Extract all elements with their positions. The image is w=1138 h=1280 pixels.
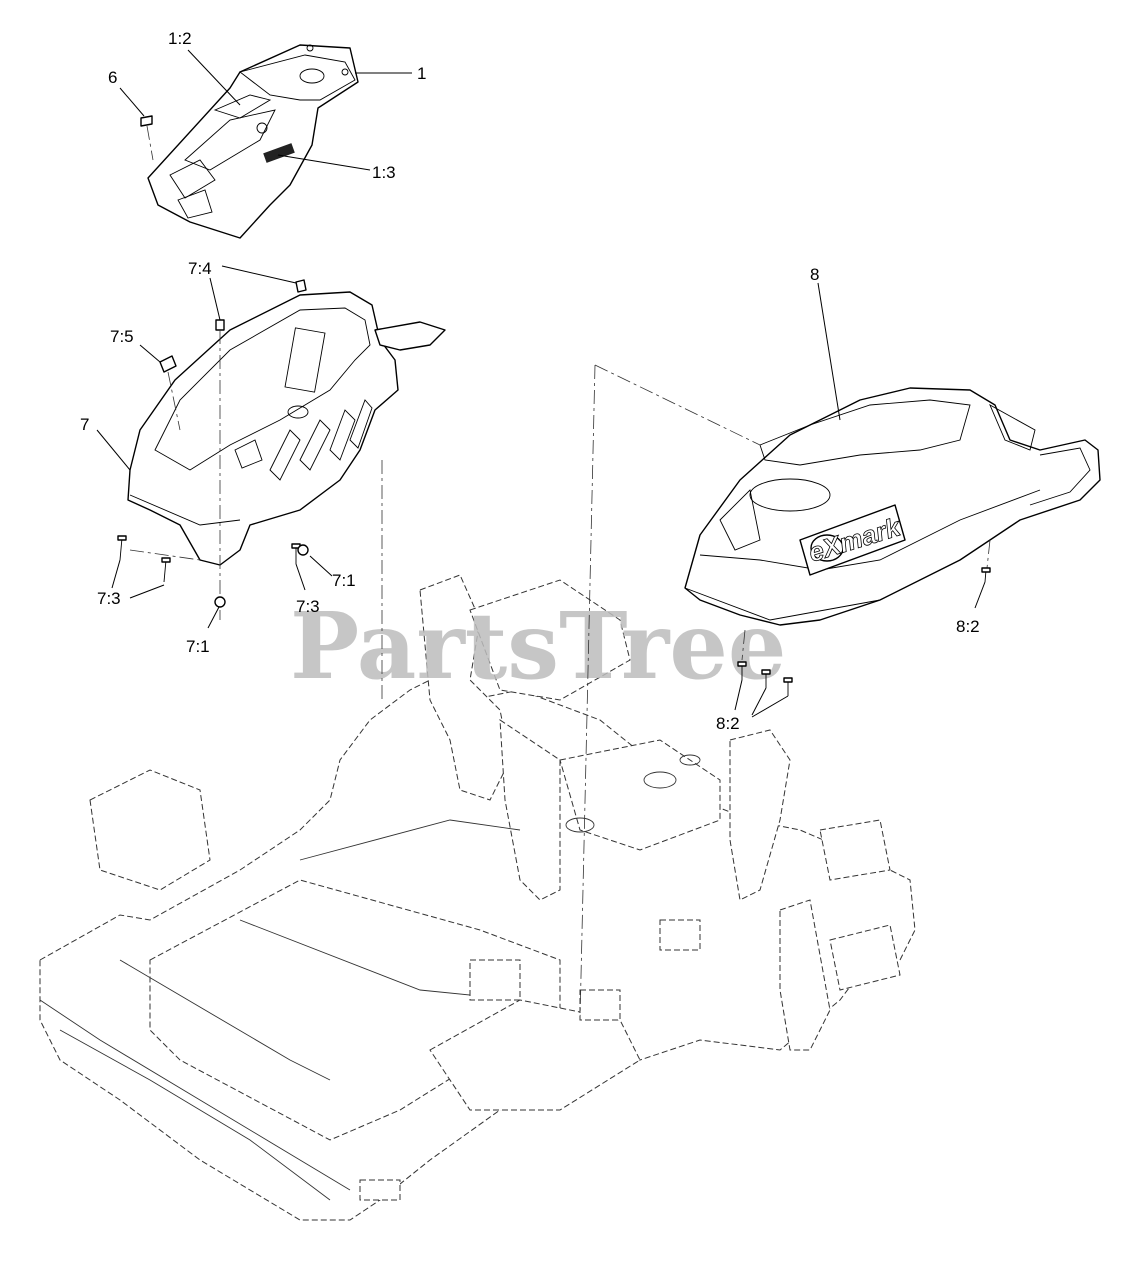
callout-1-2: 1:2: [168, 29, 192, 48]
callout-1: 1: [417, 64, 426, 83]
callout-8-2-right: 8:2: [956, 617, 980, 636]
console-tray: [127, 291, 446, 566]
screw-6: [140, 115, 154, 161]
nut-7-4: [215, 279, 307, 600]
callout-1-3: 1:3: [372, 163, 396, 182]
callout-7: 7: [80, 415, 89, 434]
alignment-lines: [219, 364, 761, 1021]
control-panel-plate: [147, 44, 359, 239]
callout-7-3-left: 7:3: [97, 589, 121, 608]
watermark: PartsTree: [290, 592, 786, 700]
screw-8-2: [737, 539, 991, 696]
console-cover: eXmark: [684, 387, 1101, 626]
clip-7-5: [159, 355, 181, 431]
screw-7-3: [117, 535, 301, 583]
callout-8: 8: [810, 265, 819, 284]
callout-7-4: 7:4: [188, 259, 212, 278]
callout-7-1-bottom: 7:1: [186, 637, 210, 656]
callout-7-3-right: 7:3: [296, 597, 320, 616]
callout-7-1-right: 7:1: [332, 571, 356, 590]
callout-6: 6: [108, 68, 117, 87]
callout-8-2-bottom: 8:2: [716, 714, 740, 733]
nut-7-1: [214, 544, 309, 608]
chassis-frame: [39, 574, 916, 1221]
callouts: 1 1:2 1:3 6 7 7:4 7:5 7:3 7:3 7:1 7:1 8 …: [80, 29, 986, 733]
callout-7-5: 7:5: [110, 327, 134, 346]
